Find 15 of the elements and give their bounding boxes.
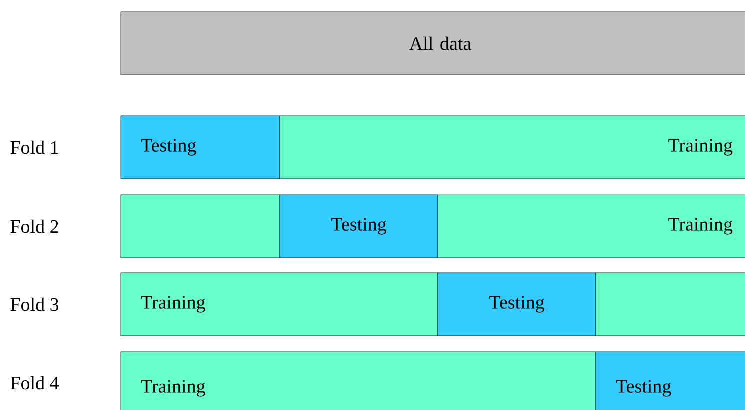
testing-segment: Testing: [280, 194, 438, 258]
training-segment: Training: [120, 272, 438, 336]
testing-segment: Testing: [120, 116, 280, 180]
fold-label: Fold 1: [10, 140, 58, 154]
data-bar: All data: [120, 12, 745, 76]
fold-label: Fold 3: [10, 298, 59, 312]
testing-segment: Testing: [438, 272, 596, 336]
training-segment: Training: [280, 116, 745, 180]
testing-segment: Testing: [596, 352, 745, 410]
fold-label: Fold 4: [10, 376, 60, 390]
training-segment: Training: [438, 194, 745, 258]
training-segment: [120, 194, 280, 258]
fold-label: Fold 2: [10, 220, 58, 234]
training-segment: [596, 272, 745, 336]
training-segment: Training: [120, 352, 596, 410]
